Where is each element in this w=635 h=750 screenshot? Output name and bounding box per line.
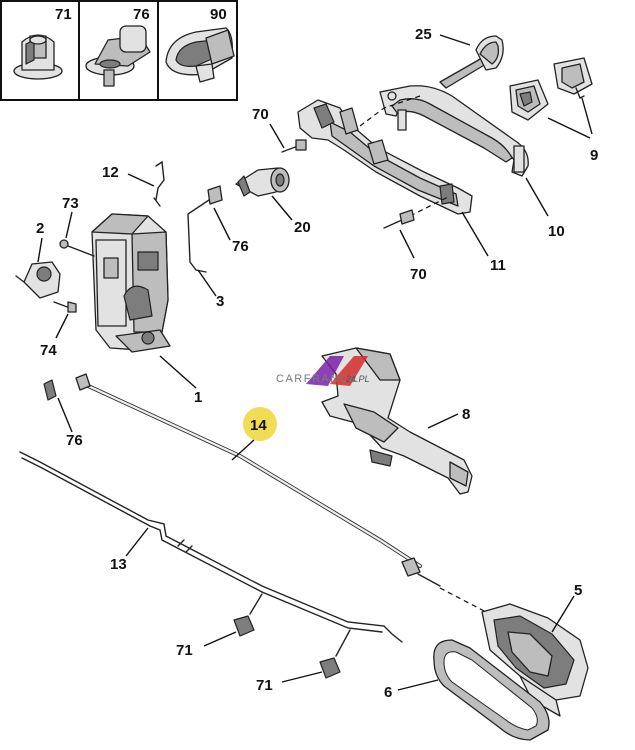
callout-71-a: 71 <box>176 642 193 659</box>
leader-12 <box>127 173 155 187</box>
door-lock-1 <box>91 213 171 353</box>
callout-5: 5 <box>574 582 582 599</box>
watermark-text: CARFRANCE <box>276 373 358 385</box>
cover-cap-9a <box>509 79 549 121</box>
callout-8: 8 <box>462 406 470 423</box>
leader-2 <box>37 237 43 263</box>
cover-cap-9b <box>553 57 593 99</box>
inset-label-90: 90 <box>210 6 227 23</box>
screw-74 <box>53 301 77 313</box>
bracket-2 <box>15 261 61 299</box>
screw-70b <box>383 209 415 229</box>
dash-cable-to-handle <box>439 587 487 613</box>
rod-12 <box>153 160 165 207</box>
leader-11 <box>461 211 489 257</box>
leader-5 <box>551 595 575 633</box>
callout-1: 1 <box>194 389 202 406</box>
leader-1 <box>159 355 197 389</box>
callout-6: 6 <box>384 684 392 701</box>
screw-70a <box>281 139 307 153</box>
leader-76a <box>213 207 231 241</box>
lock-cylinder-20 <box>235 167 290 197</box>
leader-8 <box>427 413 459 429</box>
inset-panel: 71 76 90 <box>0 0 238 101</box>
handle-frame-11 <box>297 99 473 215</box>
dash-handle-top <box>359 95 421 127</box>
callout-73: 73 <box>62 195 79 212</box>
cable-14 <box>75 373 441 587</box>
clip-71-drawing <box>13 34 63 80</box>
leader-9b <box>581 97 593 135</box>
inner-handle-5 <box>481 603 589 717</box>
clip-76-drawing <box>85 25 151 87</box>
callout-3: 3 <box>216 293 224 310</box>
leader-6 <box>397 679 439 691</box>
callout-76-rod: 76 <box>232 238 249 255</box>
leader-3 <box>197 269 217 297</box>
callout-14: 14 <box>250 417 267 434</box>
leader-76b <box>57 397 73 433</box>
callout-12: 12 <box>102 164 119 181</box>
leader-74 <box>55 313 69 339</box>
inset-label-71: 71 <box>55 6 72 23</box>
leader-13 <box>125 527 149 557</box>
rod-3 <box>187 185 223 273</box>
callout-9: 9 <box>590 147 598 164</box>
rod-13 <box>19 451 403 643</box>
leader-9a <box>547 117 591 139</box>
callout-13: 13 <box>110 556 127 573</box>
callout-11: 11 <box>490 257 506 274</box>
callout-76-cable: 76 <box>66 432 83 449</box>
clip-76-cable <box>43 379 57 401</box>
inset-label-76: 76 <box>133 6 150 23</box>
leader-73 <box>65 211 73 239</box>
clip-71-lower-a <box>233 593 263 637</box>
watermark: CARFRANCE 24.PL <box>276 356 370 386</box>
callout-70-bottom: 70 <box>410 266 427 283</box>
bezel-6 <box>433 639 550 741</box>
callout-74: 74 <box>40 342 57 359</box>
leader-25 <box>439 34 471 46</box>
clip-90-drawing <box>165 27 235 83</box>
watermark-suffix: 24.PL <box>345 374 370 384</box>
callout-20: 20 <box>294 219 311 236</box>
leader-20 <box>271 195 293 221</box>
callout-70-top: 70 <box>252 106 269 123</box>
leader-14 <box>231 439 255 461</box>
leader-70b <box>399 229 415 259</box>
leader-70a <box>269 123 285 149</box>
leader-71b <box>281 671 323 683</box>
leader-10 <box>525 177 549 217</box>
callout-2: 2 <box>36 220 44 237</box>
screw-73 <box>59 239 95 257</box>
callout-71-b: 71 <box>256 677 273 694</box>
key-part-25 <box>439 35 504 89</box>
callout-25: 25 <box>415 26 432 43</box>
callout-10: 10 <box>548 223 565 240</box>
highlight-marker <box>243 407 277 441</box>
clip-71-lower-b <box>319 629 351 679</box>
outer-handle-10 <box>379 85 529 177</box>
leader-71a <box>203 631 237 647</box>
